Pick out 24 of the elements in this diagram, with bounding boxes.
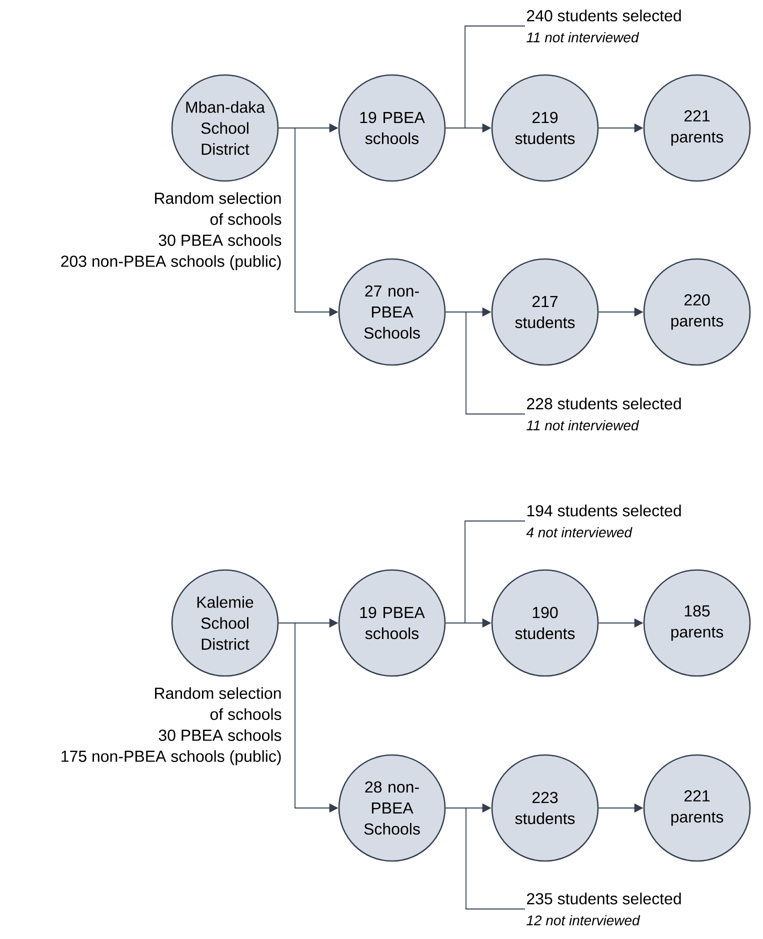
selection-note: 194 students selected 4 not interviewed: [526, 504, 681, 538]
circle-node: 28 non-PBEA Schools: [338, 754, 446, 862]
circle-node: Kalemie School District: [171, 569, 279, 677]
circle-node: 223 students: [491, 754, 599, 862]
circle-node: 19 PBEA schools: [338, 74, 446, 182]
circle-node: 220 parents: [643, 258, 751, 366]
selection-note: 235 students selected 12 not interviewed: [526, 892, 681, 926]
leader-line: [464, 26, 526, 128]
selection-note: 228 students selected 11 not interviewed: [526, 398, 681, 430]
circle-node: 219 students: [491, 74, 599, 182]
leader-line: [466, 312, 526, 414]
circle-node: 217 students: [491, 258, 599, 366]
circle-node: 19 PBEA schools: [338, 569, 446, 677]
circle-node: 190 students: [491, 569, 599, 677]
circle-node: 221 parents: [643, 74, 751, 182]
leader-line: [466, 808, 526, 910]
circle-node: Mban-daka School District: [171, 74, 279, 182]
leader-line: [464, 520, 526, 624]
circle-node: 185 parents: [643, 569, 751, 677]
selection-note: 240 students selected 11 not interviewed: [526, 10, 681, 42]
circle-node: 221 parents: [643, 754, 751, 862]
selection-note: Random selection of schools 30 PBEA schools 175 non-PBEA schools (public): [62, 687, 282, 766]
circle-node: 27 non-PBEA Schools: [338, 258, 446, 366]
selection-note: Random selection of schools 30 PBEA schools 203 non-PBEA schools (public): [61, 192, 282, 270]
